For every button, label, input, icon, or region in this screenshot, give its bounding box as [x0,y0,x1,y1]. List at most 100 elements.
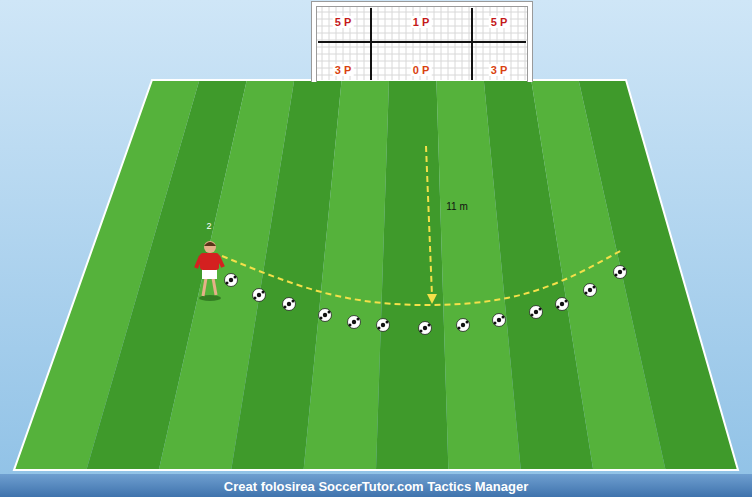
net-line [317,61,527,62]
net-line [371,7,372,80]
watermark: Creat folosirea SoccerTutor.com Tactics … [222,480,530,494]
net-line [357,7,358,80]
net-line [399,7,400,80]
ball-body [457,319,470,332]
player-arm [196,256,201,268]
ball-patch [494,322,497,325]
ball-patch [423,326,427,330]
pitch-stripes [14,80,738,470]
net-line [317,40,527,41]
ball-patch [257,293,261,297]
ball-patch [254,297,257,300]
target-points: 5 P [489,16,510,28]
net-line [364,7,365,80]
ball-patch [588,288,592,292]
ball-patch [349,324,352,327]
ball-patch [502,316,505,319]
distance-label: 11 m [444,201,470,212]
net-line [385,7,386,80]
net-line [317,47,527,48]
ball-body [283,298,296,311]
balls [225,266,627,335]
ball-body [348,316,361,329]
ball [253,289,266,302]
ball [614,266,627,279]
player-shadow [199,295,221,301]
ball-patch [557,306,560,309]
ball [419,322,432,335]
ball-patch [229,278,233,282]
ball-patch [420,330,423,333]
ball-patch [623,268,626,271]
net-line [322,7,323,80]
ball-patch [328,311,331,314]
ball-body [225,274,238,287]
ball-patch [560,302,564,306]
net-line [476,7,477,80]
net-line [329,7,330,80]
ball [584,284,597,297]
net-line [462,7,463,80]
net-line [525,7,526,80]
ball-patch [378,327,381,330]
ball-patch [539,308,542,311]
ball [556,298,569,311]
ball-body [556,298,569,311]
net-line [378,7,379,80]
player-head [204,241,216,253]
player-hair [204,242,216,246]
ball-patch [593,286,596,289]
target-divider [318,41,526,43]
ball-body [584,284,597,297]
ball-patch [565,300,568,303]
player-leg [213,278,216,295]
net-line [392,7,393,80]
ball-patch [618,270,622,274]
ball [377,319,390,332]
pitch-stripe [376,80,448,470]
ball-patch [381,323,385,327]
net-line [483,7,484,80]
ball-patch [234,276,237,279]
net-line [406,7,407,80]
ball-patch [292,300,295,303]
target-points: 1 P [411,16,432,28]
ball-patch [615,274,618,277]
target-points: 3 P [333,64,354,76]
pitch-stripe [304,80,389,470]
footer-bar [0,474,752,497]
ball [457,319,470,332]
ball-patch [531,314,534,317]
player-arm [218,256,223,267]
net-line [455,7,456,80]
goal-net [316,6,528,80]
player [196,241,223,301]
ball-patch [386,321,389,324]
ball [493,314,506,327]
net-line [317,12,527,13]
goal [314,4,530,82]
run-path [222,250,622,305]
player-shirt [200,253,219,270]
ball [283,298,296,311]
ball-patch [357,318,360,321]
ball [348,316,361,329]
net-line [469,7,470,80]
player-leg [203,278,206,296]
ball-body [419,322,432,335]
target-points: 3 P [489,64,510,76]
ball-body [614,266,627,279]
ball [530,306,543,319]
ball-patch [534,310,538,314]
ball-patch [458,327,461,330]
net-mesh [317,7,527,80]
goal-frame-shadow [314,4,530,82]
player-shorts [202,269,217,279]
ball-patch [262,291,265,294]
pitch-border [14,80,738,470]
ball-body [530,306,543,319]
net-line [434,7,435,80]
target-points: 5 P [333,16,354,28]
